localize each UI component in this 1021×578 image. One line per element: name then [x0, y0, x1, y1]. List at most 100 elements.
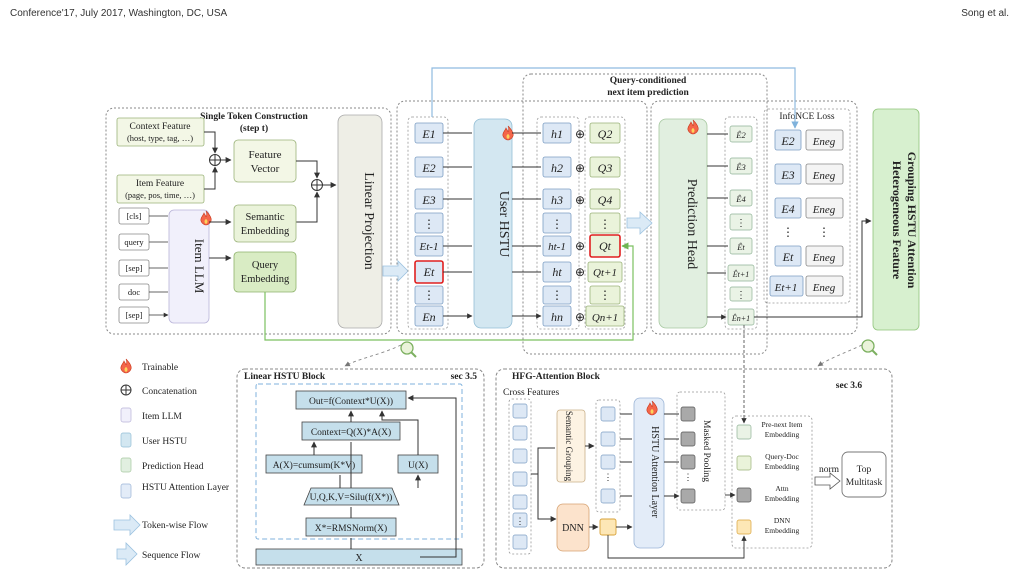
token-wise-flow-arrow: [382, 260, 409, 282]
predicted-embedding-column: [724, 116, 758, 330]
ehat-cell-7: [729, 286, 753, 302]
item-feature-sub: (page, pos, time, …): [125, 190, 195, 200]
dnn-label: DNN: [562, 523, 584, 534]
norm-label: norm: [819, 465, 840, 475]
grouped-tokens-column: [595, 399, 621, 513]
sequence-flow-arrow: [626, 211, 653, 235]
masked-pooling-label: Masked Pooling: [701, 420, 711, 482]
q-cell-8: [585, 305, 625, 327]
group-cell-3: [600, 454, 616, 470]
group-cell-2: [600, 431, 616, 447]
stc-step: (step t): [240, 123, 268, 134]
q-label-1: Q2: [598, 127, 613, 141]
cross-dots: ⋮: [516, 516, 525, 526]
h-cell-7: [542, 285, 572, 305]
legend-item-llm: Item LLM: [142, 412, 182, 422]
semantic-embedding-label: Semantic: [245, 212, 284, 223]
feature-vector-label-2: Vector: [251, 163, 280, 175]
ehat-label-3: Ê4: [735, 194, 746, 204]
query-embedding-label-2: Embedding: [241, 274, 290, 285]
uqkv-trapezoid: [303, 487, 400, 506]
query-conditioned-region: [522, 73, 768, 355]
e-label-7: ⋮: [423, 288, 435, 302]
h-cell-3: [542, 188, 572, 210]
pos-cell-2: [774, 163, 802, 185]
q-cell-2: [589, 156, 621, 178]
cross-cell-2: [512, 425, 528, 441]
infonce-region: [763, 108, 851, 304]
oplus-6: ⊕: [575, 265, 585, 279]
cross-cell-7: [512, 534, 528, 550]
oplus-2: ⊕: [575, 161, 585, 175]
token-cls-label: [cls]: [126, 211, 141, 221]
ehat-label-1: Ê2: [735, 130, 746, 140]
grouped-token-cells: ⋮: [600, 406, 616, 504]
pre-next-item-label-1: Pre-next Item: [761, 420, 802, 429]
ehat-label-8: Ên+1: [731, 313, 750, 323]
embedding-outputs-group: [731, 415, 813, 549]
pre-next-item-swatch: [736, 424, 752, 440]
pos-label-4: ⋮: [782, 225, 794, 239]
attn-cell-3: [680, 454, 696, 470]
hfg-block-title: HFG-Attention Block: [512, 372, 601, 382]
attn-dots: ⋮: [684, 472, 693, 482]
attention-outputs-column: [676, 391, 726, 511]
h-label-4: ⋮: [551, 217, 563, 231]
semantic-embedding-label-2: Embedding: [241, 226, 290, 237]
legend-sequence-flow: Sequence Flow: [142, 551, 200, 561]
ehat-label-4: ⋮: [736, 218, 746, 229]
group-cell-4: [600, 488, 616, 504]
token-doc-label: doc: [128, 287, 141, 297]
hfg-label-1: Heterogeneous Feature: [890, 161, 904, 280]
neg-label-2: Eneg: [812, 170, 836, 182]
neg-dots: ⋮: [818, 225, 830, 239]
legend-token-wise-flow: Token-wise Flow: [142, 521, 208, 531]
neg-label-5: Eneg: [812, 252, 836, 264]
h-cell-4: [542, 212, 572, 234]
linear-block-sec: sec 3.5: [451, 372, 478, 382]
linear-projection-label: Linear Projection: [361, 172, 376, 270]
attn-cell-4: [680, 488, 696, 504]
q-label-4: ⋮: [599, 217, 611, 231]
cross-features-label: Cross Features: [503, 388, 560, 398]
e-cell-7: [414, 285, 444, 305]
token-sep-label: [sep]: [126, 263, 143, 273]
legend: Trainable Concatenation Item LLM User HS…: [113, 358, 230, 566]
h-label-5: ht-1: [548, 241, 566, 253]
uqkv-label: U,Q,K,V=Silu(f(X*)): [310, 492, 393, 503]
legend-prediction-head: Prediction Head: [142, 462, 204, 472]
q-label-7: ⋮: [599, 288, 611, 302]
h-label-2: h2: [551, 161, 563, 175]
embedding-column: [407, 116, 449, 330]
cross-features-column: [508, 398, 532, 555]
ehat-label-5: Êt: [736, 242, 745, 252]
context-label: Context=Q(X)*A(X): [311, 427, 391, 438]
infonce-label: InfoNCE Loss: [779, 111, 834, 122]
q-cell-7: [589, 285, 621, 305]
e-cell-4: [414, 212, 444, 234]
q-cell-6: [587, 261, 623, 283]
h-label-3: h3: [551, 193, 563, 207]
neg-cell-2: [805, 163, 844, 185]
ehat-cell-2: [729, 157, 753, 175]
q-cell-1: [589, 122, 621, 144]
item-feature-label: Item Feature: [136, 179, 184, 189]
pos-cell-1: [774, 129, 802, 151]
e-label-3: E3: [421, 193, 435, 207]
legend-user-hstu-swatch: [120, 432, 132, 448]
pos-label-2: E3: [780, 168, 794, 182]
ehat-label-6: Êt+1: [732, 269, 750, 279]
cross-cell-3: [512, 448, 528, 464]
legend-attention-layer: HSTU Attention Layer: [142, 483, 230, 493]
h-label-6: ht: [552, 265, 562, 279]
page-header-right: Song et al.: [961, 8, 1009, 19]
rmsnorm-label: X*=RMSNorm(X): [315, 523, 387, 534]
ehat-cell-3: [729, 189, 753, 207]
top-multitask-box: [841, 451, 887, 498]
x-input-box: [255, 548, 463, 566]
context-feature-label: Context Feature: [130, 122, 191, 132]
q-label-5: Qt: [599, 239, 612, 253]
legend-item-llm-swatch: [120, 407, 132, 423]
ax-label: A(X)=cumsum(K*V): [273, 460, 355, 471]
